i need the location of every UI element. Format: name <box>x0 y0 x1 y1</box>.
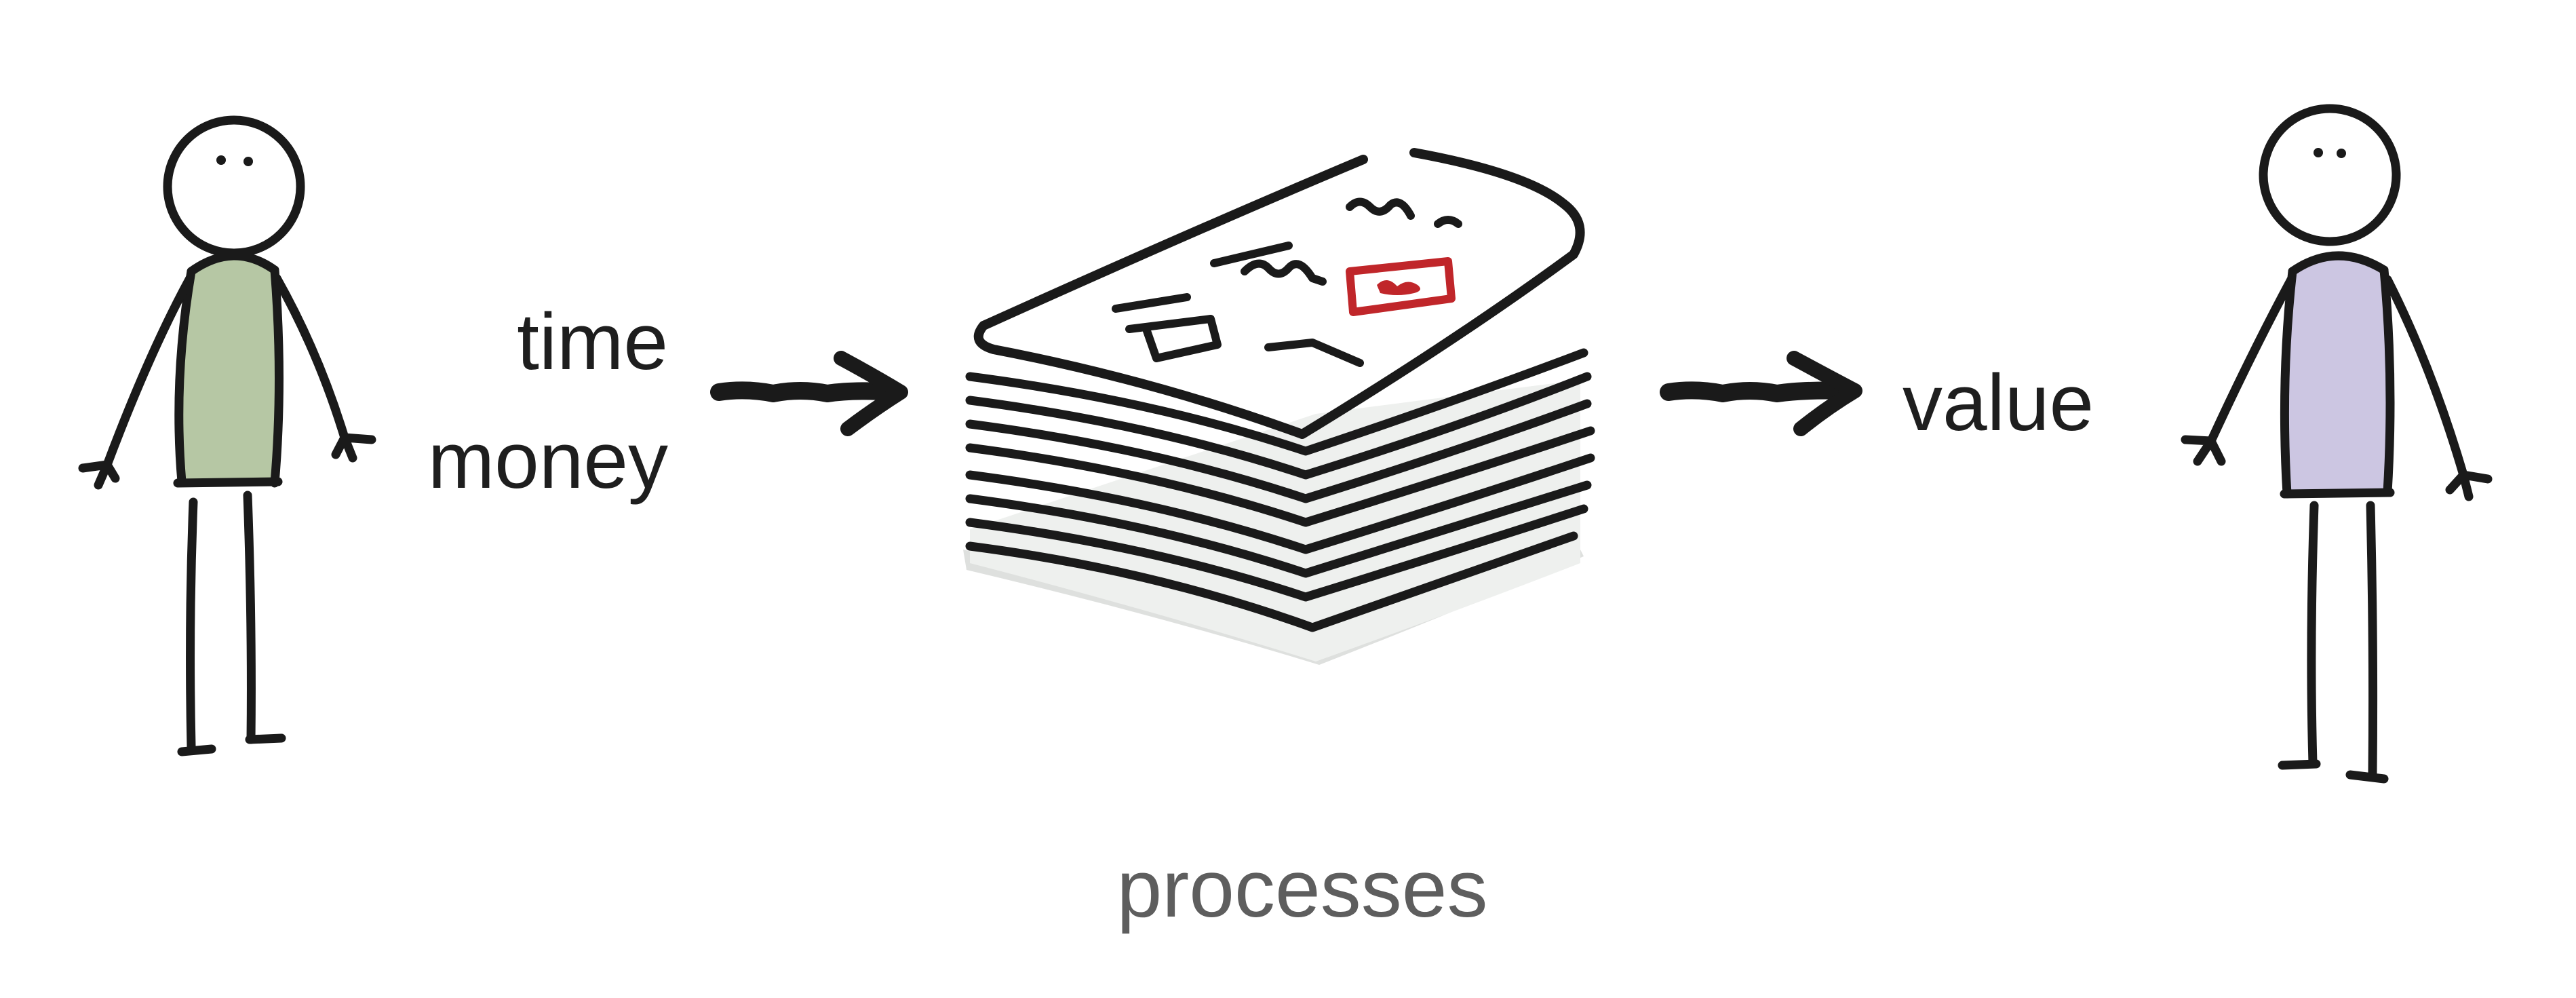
arrow-right-icon <box>710 351 908 436</box>
output-arrow-head <box>1787 351 1862 436</box>
left-figure-foot-right <box>245 733 286 744</box>
input-arrow <box>710 381 904 402</box>
paper-top-sheet <box>973 148 1585 439</box>
stick-figure-purple-icon <box>2181 104 2493 784</box>
left-figure-leg-left <box>186 497 198 751</box>
paper-scribbles <box>1112 197 1462 367</box>
left-figure-torso-fill <box>178 255 279 483</box>
left-figure-hand-left <box>78 460 120 490</box>
red-stamp-icon <box>1346 257 1456 316</box>
left-figure-eye-left <box>216 155 226 165</box>
right-figure-arm-right <box>2383 275 2468 480</box>
right-figure-arm-left <box>2206 275 2296 446</box>
left-figure-foot-left <box>177 744 216 756</box>
left-figure-head <box>163 115 305 258</box>
right-figure-torso-fill <box>2284 255 2390 494</box>
arrow-right-icon <box>1660 351 1862 436</box>
right-figure-hand-right <box>2445 470 2493 501</box>
right-figure-foot-left <box>2278 759 2321 770</box>
left-figure-leg-right <box>243 491 256 744</box>
right-figure-head <box>2259 104 2401 246</box>
paper-stack-edges <box>965 348 1595 632</box>
right-figure-leg-left <box>2307 501 2319 768</box>
right-figure-eye-left <box>2314 148 2323 157</box>
left-figure-torso <box>187 251 279 276</box>
left-figure-side-left <box>174 267 196 486</box>
left-figure-arm-left <box>102 273 195 469</box>
right-figure-foot-right <box>2345 770 2389 784</box>
right-figure-eye-right <box>2337 149 2346 158</box>
right-figure-side-left <box>2280 267 2297 499</box>
right-figure-waist <box>2280 488 2395 499</box>
right-figure-leg-right <box>2366 501 2378 778</box>
output-label-value: value <box>1902 358 2094 448</box>
center-label-processes: processes <box>1116 843 1488 934</box>
input-label-time: time <box>517 297 668 387</box>
stick-figure-green-icon <box>78 115 376 756</box>
left-figure-arm-right <box>272 273 349 442</box>
input-arrow-head <box>834 351 908 436</box>
left-figure-hand-right <box>331 433 376 463</box>
left-figure-waist <box>173 477 283 488</box>
right-figure-side-right <box>2379 265 2395 497</box>
right-figure-torso <box>2288 251 2389 276</box>
left-figure-eye-right <box>243 157 253 166</box>
input-label-money: money <box>427 416 668 505</box>
right-figure-hand-left <box>2181 435 2226 466</box>
output-arrow <box>1660 381 1857 402</box>
left-figure-side-right <box>270 265 284 488</box>
paper-stack-icon <box>963 148 1595 665</box>
